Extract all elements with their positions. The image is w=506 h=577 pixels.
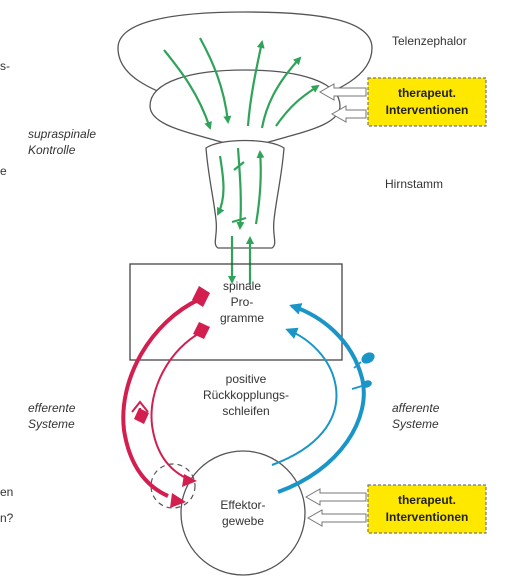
- effector-label-line-2: gewebe: [222, 514, 264, 528]
- telencephalon-label: Telenzephalor: [392, 34, 467, 48]
- left-fragment-2: e: [0, 164, 7, 178]
- intervention-box-bottom: therapeut. Interventionen: [368, 485, 486, 533]
- feedback-loops-line-3: schleifen: [222, 404, 269, 418]
- supraspinal-label-line-1: supraspinale: [28, 127, 96, 141]
- intervention-box-top: therapeut. Interventionen: [368, 78, 486, 126]
- afferent-label-line-2: Systeme: [392, 417, 439, 431]
- intervention-arrows-bottom: [306, 489, 366, 526]
- effector-tissue: [181, 451, 305, 575]
- feedback-loops-line-2: Rückkopplungs-: [203, 388, 289, 402]
- spinal-programs-line-1: spinale: [223, 279, 261, 293]
- telencephalon-inner-shape: [150, 70, 340, 146]
- hirnstamm-shape: [206, 141, 284, 249]
- feedback-loops-line-1: positive: [226, 372, 267, 386]
- intervention-bottom-line-1: therapeut.: [398, 493, 456, 507]
- intervention-top-line-1: therapeut.: [398, 86, 456, 100]
- left-fragment-4: n?: [0, 511, 14, 525]
- efferent-label-line-2: Systeme: [28, 417, 75, 431]
- supraspinal-label-line-2: Kontrolle: [28, 143, 76, 157]
- hirnstamm-label: Hirnstamm: [385, 177, 443, 191]
- left-fragment-1: s-: [0, 59, 10, 73]
- afferent-label-line-1: afferente: [392, 401, 440, 415]
- spinal-programs-line-3: gramme: [220, 311, 264, 325]
- left-fragment-3: en: [0, 485, 13, 499]
- spinal-programs-line-2: Pro-: [231, 295, 254, 309]
- efferent-label-line-1: efferente: [28, 401, 76, 415]
- intervention-bottom-line-2: Interventionen: [386, 510, 469, 524]
- intervention-top-line-2: Interventionen: [386, 103, 469, 117]
- effector-label-line-1: Effektor-: [220, 498, 265, 512]
